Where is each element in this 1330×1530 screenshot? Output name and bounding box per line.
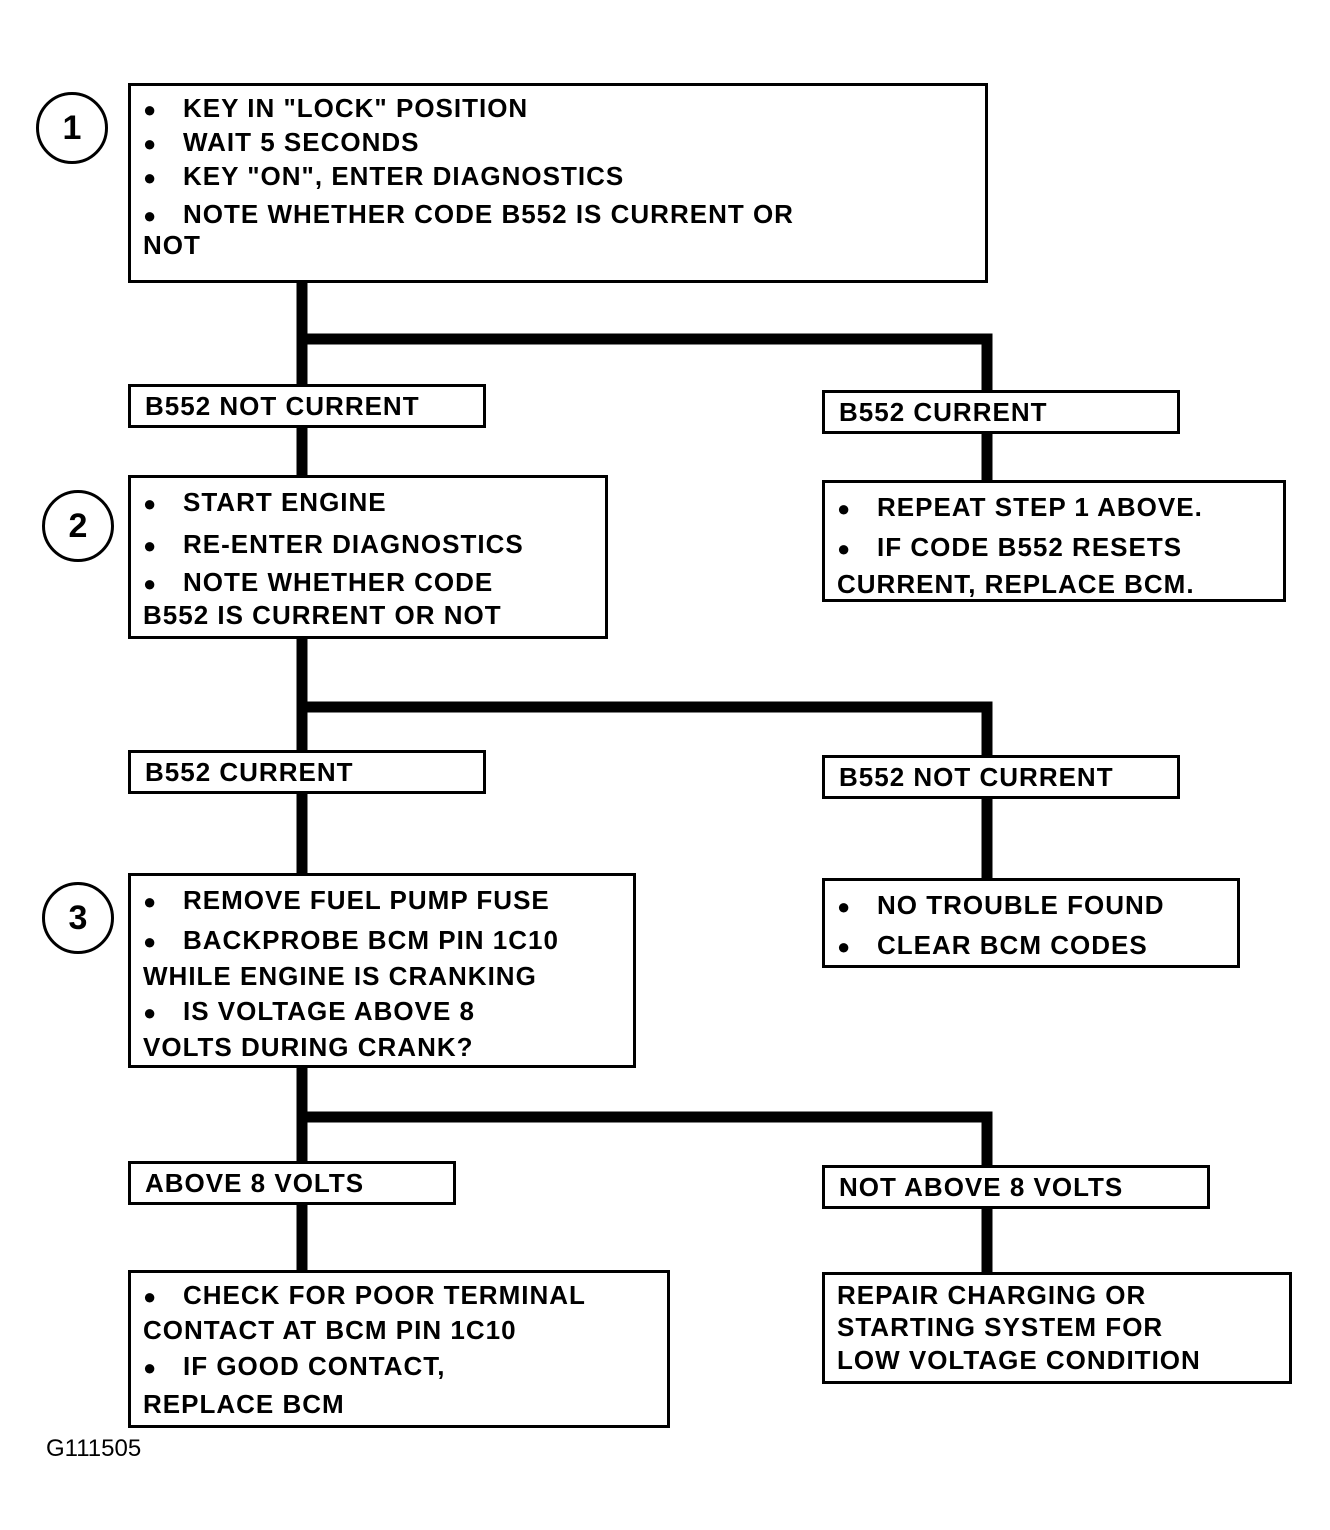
box-line: LOW VOLTAGE CONDITION <box>837 1345 1201 1375</box>
box-line: WAIT 5 SECONDS <box>143 126 973 160</box>
step-number-2: 2 <box>42 490 114 562</box>
box-line: REPAIR CHARGING OR <box>837 1280 1147 1310</box>
box-line: BACKPROBE BCM PIN 1C10 <box>143 922 621 960</box>
replace-bcm-box: REPEAT STEP 1 ABOVE. IF CODE B552 RESETS… <box>822 480 1286 602</box>
b552-current-label: B552 CURRENT <box>822 390 1180 434</box>
step-1-box: KEY IN "LOCK" POSITION WAIT 5 SECONDS KE… <box>128 83 988 283</box>
box-line: CONTACT AT BCM PIN 1C10 <box>143 1315 517 1345</box>
step-number-3: 3 <box>42 882 114 954</box>
above-8-volts-label: ABOVE 8 VOLTS <box>128 1161 456 1205</box>
box-line: START ENGINE <box>143 482 593 524</box>
box-line: CHECK FOR POOR TERMINAL <box>143 1277 655 1315</box>
box-line: STARTING SYSTEM FOR <box>837 1312 1164 1342</box>
no-trouble-box: NO TROUBLE FOUND CLEAR BCM CODES <box>822 878 1240 968</box>
b552-current-label: B552 CURRENT <box>128 750 486 794</box>
box-line: IF CODE B552 RESETS <box>837 529 1271 567</box>
step-number-1: 1 <box>36 92 108 164</box>
box-line: KEY IN "LOCK" POSITION <box>143 92 973 126</box>
step-3-box: REMOVE FUEL PUMP FUSE BACKPROBE BCM PIN … <box>128 873 636 1068</box>
box-line: WHILE ENGINE IS CRANKING <box>143 961 537 991</box>
box-line: IF GOOD CONTACT, <box>143 1345 655 1389</box>
check-terminal-box: CHECK FOR POOR TERMINAL CONTACT AT BCM P… <box>128 1270 670 1428</box>
box-line: NOTE WHETHER CODE B552 IS CURRENT OR <box>143 198 973 232</box>
box-line: NOTE WHETHER CODE <box>143 566 593 600</box>
box-line: B552 IS CURRENT OR NOT <box>143 600 502 630</box>
box-line: REMOVE FUEL PUMP FUSE <box>143 880 621 922</box>
box-line: NOT <box>143 230 201 260</box>
box-line: NO TROUBLE FOUND <box>837 885 1225 927</box>
box-line: VOLTS DURING CRANK? <box>143 1032 474 1062</box>
box-line: REPEAT STEP 1 ABOVE. <box>837 487 1271 529</box>
box-line: KEY "ON", ENTER DIAGNOSTICS <box>143 160 973 194</box>
box-line: CURRENT, REPLACE BCM. <box>837 569 1195 599</box>
b552-not-current-label: B552 NOT CURRENT <box>822 755 1180 799</box>
repair-charging-box: REPAIR CHARGING OR STARTING SYSTEM FOR L… <box>822 1272 1292 1384</box>
not-above-8-volts-label: NOT ABOVE 8 VOLTS <box>822 1165 1210 1209</box>
box-line: REPLACE BCM <box>143 1389 345 1419</box>
figure-id: G111505 <box>46 1435 142 1462</box>
step-2-box: START ENGINE RE-ENTER DIAGNOSTICS NOTE W… <box>128 475 608 639</box>
box-line: RE-ENTER DIAGNOSTICS <box>143 524 593 566</box>
box-line: IS VOLTAGE ABOVE 8 <box>143 992 621 1032</box>
box-line: CLEAR BCM CODES <box>837 927 1225 965</box>
b552-not-current-label: B552 NOT CURRENT <box>128 384 486 428</box>
